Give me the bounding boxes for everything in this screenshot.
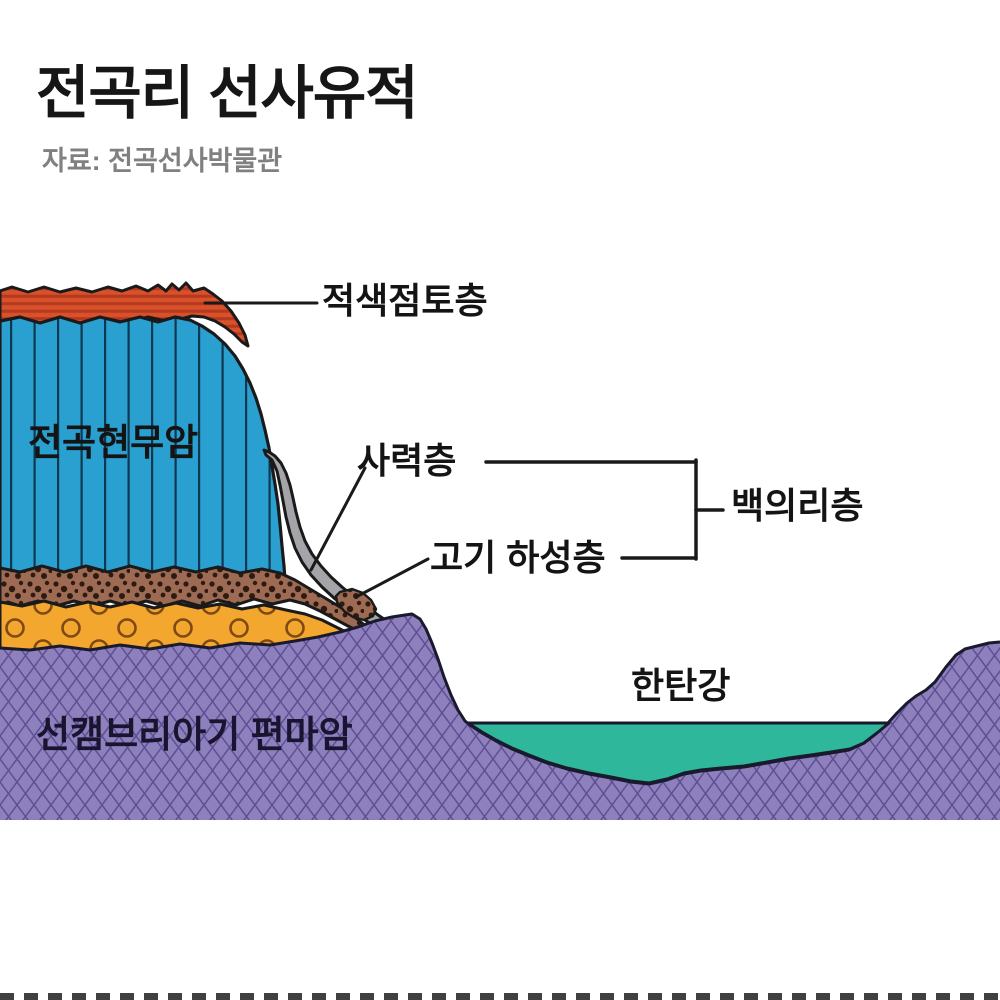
source-caption: 자료: 전곡선사박물관 [42,146,283,176]
annotation-lines [203,301,725,599]
label-red-clay-layer: 적색점토층 [322,280,488,321]
river-water-shape [466,721,891,785]
page-title: 전곡리 선사유적 [36,61,419,126]
gneiss-layer-shape [0,614,1000,820]
label-precambrian-gneiss: 선캠브리아기 편마암 [36,714,353,755]
label-hantan-river: 한탄강 [631,665,731,706]
gravel-patch-shape [334,587,378,622]
label-baekuiri-formation: 백의리층 [731,485,864,526]
bottom-edge-dashes [0,993,1000,1000]
fluvial-leader-line [354,557,430,599]
label-old-fluvial-layer: 고기 하성층 [430,537,606,578]
gravel-leader-line [309,466,367,572]
label-basalt-layer: 전곡현무암 [28,422,199,463]
label-gravel-layer: 사력층 [357,440,457,481]
basalt-layer-shape [0,315,287,582]
